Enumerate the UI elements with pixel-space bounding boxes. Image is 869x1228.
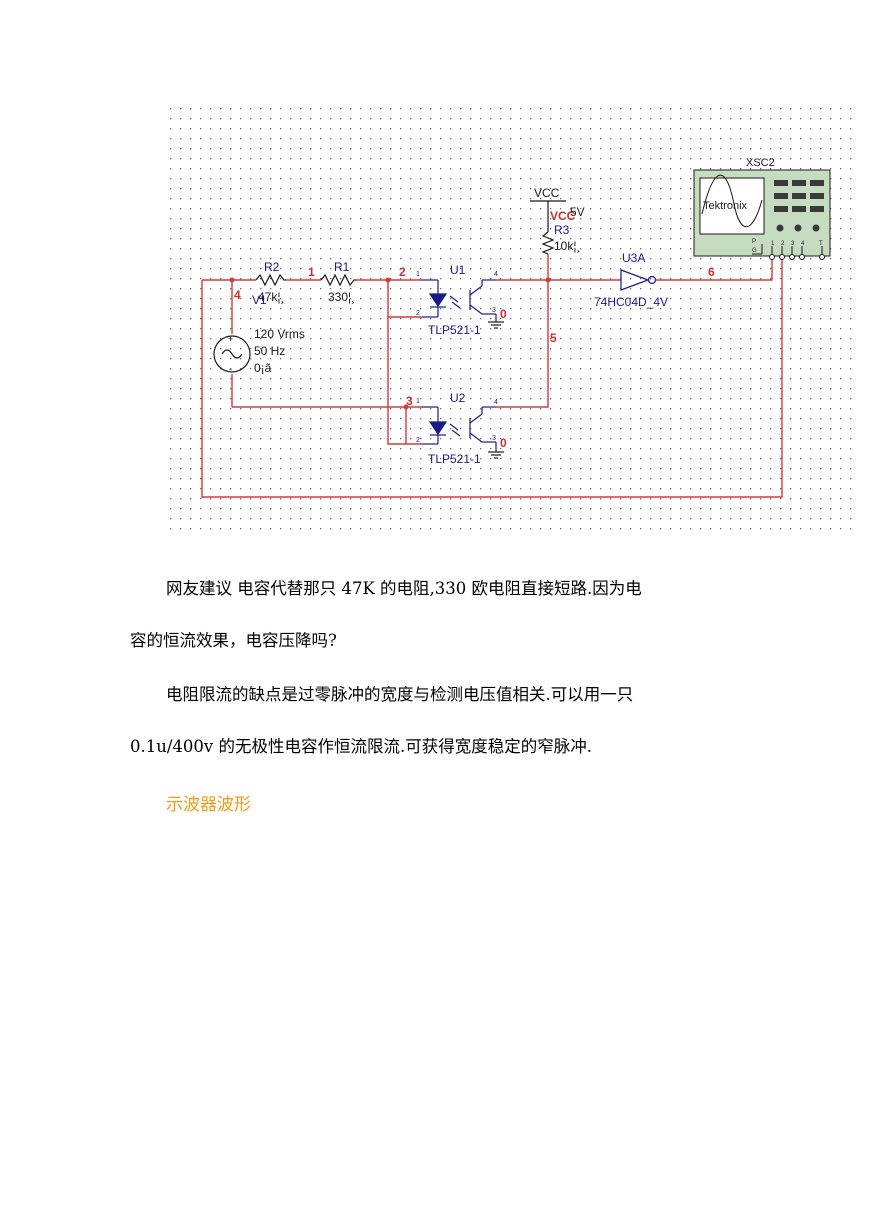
- svg-text:2: 2: [416, 310, 420, 317]
- u2-labels: U2 TLP521-1 1 2 4 3: [416, 391, 498, 466]
- svg-text:3: 3: [492, 435, 496, 442]
- net-0-u2: 0: [500, 436, 507, 450]
- optocoupler-u2: [422, 406, 504, 459]
- u1-labels: U1 TLP521-1 1 2 4 3: [416, 263, 498, 337]
- svg-text:T: T: [819, 241, 823, 247]
- svg-text:P: P: [752, 239, 756, 245]
- vcc-ref: VCC: [550, 209, 576, 223]
- paragraph-1-line-2: 容的恒流效果，电容压降吗?: [130, 631, 337, 650]
- net-4: 4: [234, 288, 241, 302]
- u2-ref: U2: [450, 391, 466, 405]
- net-0-u1: 0: [500, 307, 507, 321]
- u3-part: 74HC04D_4V: [594, 295, 668, 309]
- svg-text:G: G: [752, 248, 757, 254]
- svg-text:4: 4: [801, 241, 805, 247]
- svg-text:4: 4: [494, 271, 498, 278]
- r3-ref: R3: [554, 223, 570, 237]
- svg-text:2: 2: [781, 241, 785, 247]
- paragraph-2: 电阻限流的缺点是过零脉冲的宽度与检测电压值相关.可以用一只 0.1u/400v …: [130, 669, 750, 773]
- u1-ref: U1: [450, 263, 466, 277]
- scope-ref: XSC2: [746, 157, 775, 169]
- svg-text:1: 1: [416, 398, 420, 405]
- u3-ref: U3A: [622, 251, 645, 265]
- v1-voltage: 120 Vrms: [254, 327, 305, 341]
- r3-value: 10k¦¸: [554, 239, 580, 253]
- optocoupler-u1: [422, 279, 504, 329]
- svg-text:1: 1: [416, 271, 420, 278]
- vcc-value: 5V: [570, 205, 585, 219]
- circuit-schematic: 1 2 3 4 5 6 0 0 R2 47k¦¸ R1 330¦¸ + - V1…: [166, 104, 858, 534]
- svg-text:-: -: [229, 364, 232, 374]
- v1-phase: 0¡ã: [254, 361, 272, 375]
- net-2: 2: [399, 265, 406, 279]
- net-labels: 1 2 3 4 5 6 0 0: [234, 265, 715, 450]
- svg-text:3: 3: [492, 307, 496, 314]
- resistor-r3: R3 10k¦¸: [541, 223, 580, 255]
- r1-value: 330¦¸: [328, 290, 355, 304]
- resistor-r1: R1 330¦¸: [320, 260, 356, 304]
- svg-text:+: +: [228, 334, 233, 344]
- r2-ref: R2: [264, 260, 280, 274]
- svg-text:2: 2: [416, 437, 420, 444]
- svg-text:3: 3: [791, 241, 795, 247]
- vcc-label: VCC: [534, 186, 560, 200]
- paragraph-2-line-2: 0.1u/400v 的无极性电容作恒流限流.可获得宽度稳定的窄脉冲.: [130, 737, 592, 756]
- svg-text:1: 1: [771, 241, 775, 247]
- u2-part: TLP521-1: [428, 452, 481, 466]
- r2-value: 47k¦¸: [258, 290, 284, 304]
- inverter-u3a: U3A 74HC04D_4V: [594, 251, 668, 309]
- junctions: [229, 277, 551, 410]
- paragraph-1: 网友建议 电容代替那只 47K 的电阻,330 欧电阻直接短路.因为电 容的恒流…: [130, 563, 750, 667]
- resistor-r2: R2 47k¦¸: [255, 260, 286, 304]
- ac-source-v1: + - V1 120 Vrms 50 Hz 0¡ã: [213, 293, 305, 375]
- net-5: 5: [550, 331, 557, 345]
- oscilloscope-xsc2: XSC2 Tektronix P G 1 2 3 4 T: [693, 157, 831, 272]
- paragraph-2-line-1: 电阻限流的缺点是过零脉冲的宽度与检测电压值相关.可以用一只: [166, 685, 634, 704]
- u1-part: TLP521-1: [428, 323, 481, 337]
- svg-text:4: 4: [494, 399, 498, 406]
- net-1: 1: [308, 265, 315, 279]
- net-6: 6: [708, 265, 715, 279]
- v1-ref: V1: [252, 293, 267, 307]
- wires: [201, 254, 783, 498]
- r1-ref: R1: [334, 260, 350, 274]
- scope-brand: Tektronix: [703, 200, 748, 212]
- paragraph-1-line-1: 网友建议 电容代替那只 47K 的电阻,330 欧电阻直接短路.因为电: [166, 579, 642, 598]
- v1-frequency: 50 Hz: [254, 344, 285, 358]
- vcc-supply: VCC VCC 5V: [530, 186, 585, 232]
- net-3: 3: [406, 394, 413, 408]
- section-heading-oscilloscope-waveform: 示波器波形: [166, 795, 251, 815]
